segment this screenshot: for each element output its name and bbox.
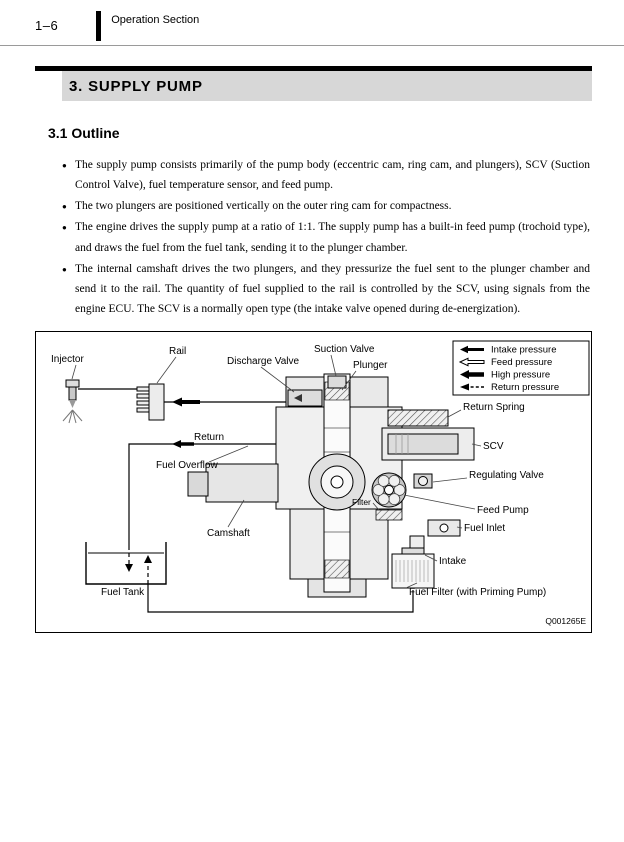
label-intake: Intake [439,556,467,567]
high-pressure-arrow-icon [460,370,484,379]
chapter-title: 3. SUPPLY PUMP [69,77,203,95]
label-camshaft: Camshaft [207,528,250,539]
page-header: 1–6 Operation Section [0,0,624,46]
legend-item-intake-pressure: Intake pressure [460,345,556,356]
supply-pump-diagram: Injector Rail Discharge Valve Suction Va… [35,331,592,633]
label-plunger: Plunger [353,360,388,371]
leader-lines [71,354,482,588]
bullet-item: ● The two plungers are positioned vertic… [62,196,590,216]
label-injector: Injector [51,354,84,365]
bullet-text: The supply pump consists primarily of th… [75,159,590,192]
label-return: Return [194,432,224,443]
header-divider-bar [96,10,102,41]
legend-label-high: High pressure [491,370,550,381]
label-scv: SCV [483,441,504,452]
label-regulating-valve: Regulating Valve [469,470,544,481]
legend-item-return-pressure: Return pressure [460,382,559,393]
chapter-title-bar: 3. SUPPLY PUMP [62,71,592,101]
label-return-spring: Return Spring [463,402,525,413]
chapter-heading: 3. SUPPLY PUMP [35,66,592,101]
rail-drawing [136,383,165,421]
pump-diagram-svg: Injector Rail Discharge Valve Suction Va… [51,340,590,626]
return-pressure-arrow-icon [460,383,469,391]
legend-label-intake: Intake pressure [491,345,556,356]
bullet-marker: ● [62,161,67,170]
bullet-marker: ● [62,202,67,212]
page-number: 1–6 [35,18,59,33]
injector-drawing [62,379,83,424]
flow-arrows [125,397,200,572]
legend-item-feed-pressure: Feed pressure [458,357,552,368]
bullet-text: The engine drives the supply pump at a r… [75,221,590,254]
diagram-labels: Injector Rail Discharge Valve Suction Va… [51,344,586,626]
label-fuel-inlet: Fuel Inlet [464,523,505,534]
scv-assembly-drawing [381,409,475,489]
label-fuel-filter: Fuel Filter (with Priming Pump) [409,587,546,598]
bullet-item: ● The engine drives the supply pump at a… [62,217,590,257]
bullet-item: ● The supply pump consists primarily of … [62,155,590,195]
label-fuel-tank: Fuel Tank [101,587,145,598]
label-filter: Filter [352,497,371,507]
pump-body-drawing [187,373,403,598]
label-feed-pump: Feed Pump [477,505,529,516]
bullet-marker: ● [62,223,67,233]
header-section-title: Operation Section [111,14,200,26]
legend-label-feed: Feed pressure [491,357,552,368]
legend: Intake pressure Feed pressure High press… [452,340,590,396]
figure-code: Q001265E [545,616,586,626]
legend-label-return: Return pressure [491,382,559,393]
fuel-filter-drawing [391,547,435,589]
intake-pressure-arrow-icon [460,345,484,354]
label-discharge-valve: Discharge Valve [227,356,300,367]
feed-pump-drawing [371,472,407,521]
bullet-text: The internal camshaft drives the two plu… [75,262,590,315]
feed-pressure-arrow-icon [458,357,485,367]
bullet-item: ● The internal camshaft drives the two p… [62,259,590,319]
chapter-top-rule [35,66,592,71]
bullet-text: The two plungers are positioned vertical… [75,200,452,213]
bullet-list: ● The supply pump consists primarily of … [62,155,590,319]
legend-item-high-pressure: High pressure [460,370,550,381]
bullet-marker: ● [62,264,67,274]
fuel-tank-drawing [85,542,167,585]
label-fuel-overflow: Fuel Overflow [156,460,218,471]
subsection-title: 3.1 Outline [48,125,120,141]
label-suction-valve: Suction Valve [314,344,375,355]
label-rail: Rail [169,346,186,357]
